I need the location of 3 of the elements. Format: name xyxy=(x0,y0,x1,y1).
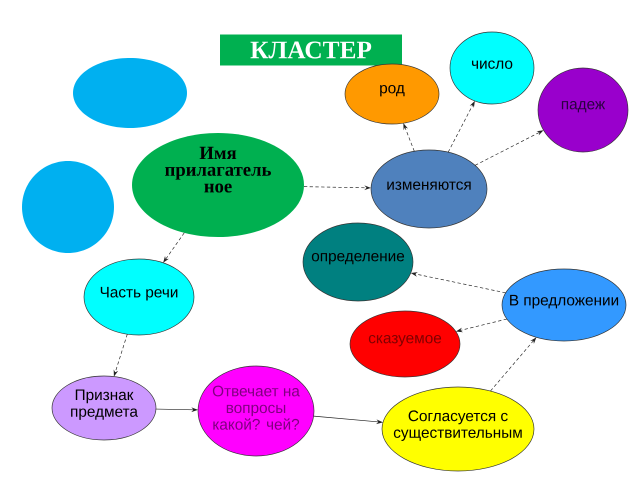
title-banner: КЛАСТЕР xyxy=(220,34,402,66)
blank-ellipse xyxy=(73,58,187,128)
blank-circle xyxy=(22,161,114,253)
